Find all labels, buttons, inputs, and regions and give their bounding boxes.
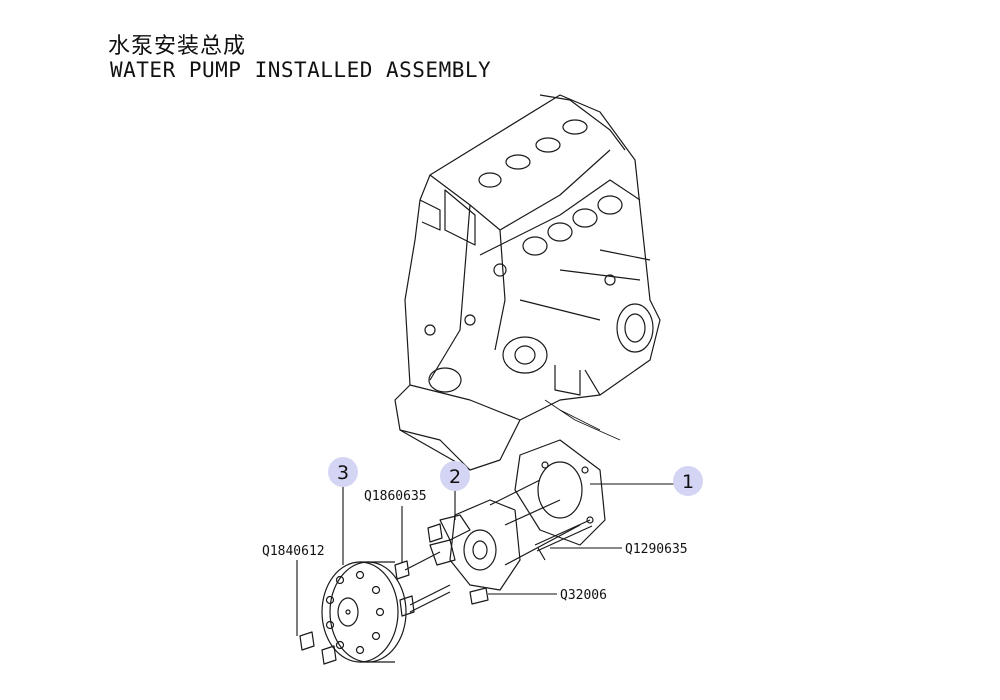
part-label-q1860635: Q1860635	[364, 489, 427, 504]
engine-block	[394, 94, 661, 471]
callout-2-number: 2	[449, 466, 461, 488]
title-chinese: 水泵安装总成	[108, 34, 247, 59]
part-label-q1840612: Q1840612	[262, 544, 325, 559]
part-label-q32006: Q32006	[560, 588, 607, 603]
title-english: WATER PUMP INSTALLED ASSEMBLY	[110, 58, 492, 82]
callout-2: 2	[440, 461, 470, 491]
callout-1: 1	[673, 466, 703, 496]
callout-2-circle	[440, 461, 470, 491]
pump-bolts	[534, 519, 593, 561]
callout-1-number: 1	[682, 471, 694, 493]
callout-3: 3	[328, 457, 358, 487]
water-pump-pulley	[321, 561, 407, 663]
part-label-q1290635: Q1290635	[625, 542, 688, 557]
assembly-guide-lines	[544, 399, 621, 441]
pulley-bolts	[299, 523, 489, 665]
water-pump-body	[429, 479, 581, 591]
water-pump-gasket	[514, 439, 606, 546]
callout-3-circle	[328, 457, 358, 487]
callout-1-circle	[673, 466, 703, 496]
callout-3-number: 3	[337, 462, 349, 484]
